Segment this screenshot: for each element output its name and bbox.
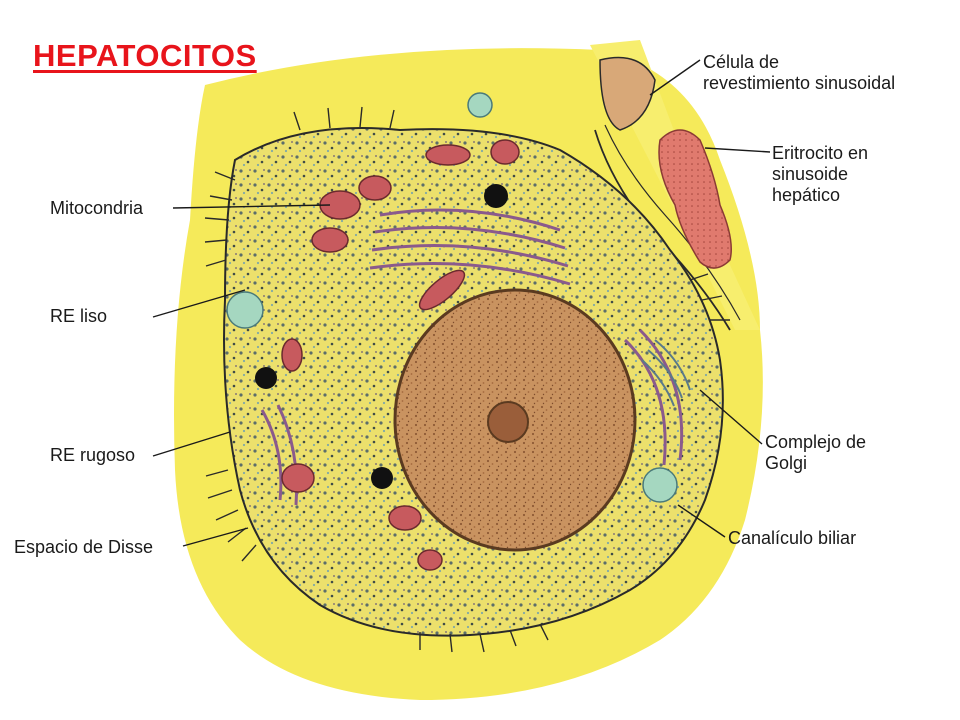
nucleolus — [487, 401, 529, 443]
label-canaliculo-biliar: Canalículo biliar — [728, 528, 857, 548]
label-complejo-golgi: Complejo de Golgi — [765, 432, 867, 473]
golgi-complex — [641, 339, 691, 407]
rough-er — [260, 208, 684, 506]
label-mitocondria: Mitocondria — [50, 198, 144, 218]
label-eritrocito: Eritrocito en sinusoide hepático — [772, 143, 869, 205]
label-re-liso: RE liso — [50, 306, 108, 326]
sinusoidal-lining-cell — [594, 56, 741, 331]
label-celula-revestimiento: Célula de revestimiento sinusoidal — [703, 52, 896, 93]
erythrocyte — [658, 129, 732, 269]
leader-lines — [152, 59, 771, 547]
smooth-er — [226, 92, 678, 503]
mitochondria — [281, 139, 520, 571]
dense-granules — [255, 184, 508, 489]
label-espacio-disse: Espacio de Disse — [14, 537, 154, 557]
nucleus — [393, 288, 637, 552]
page-title: HEPATOCITOS — [33, 38, 257, 73]
label-re-rugoso: RE rugoso — [50, 445, 136, 465]
